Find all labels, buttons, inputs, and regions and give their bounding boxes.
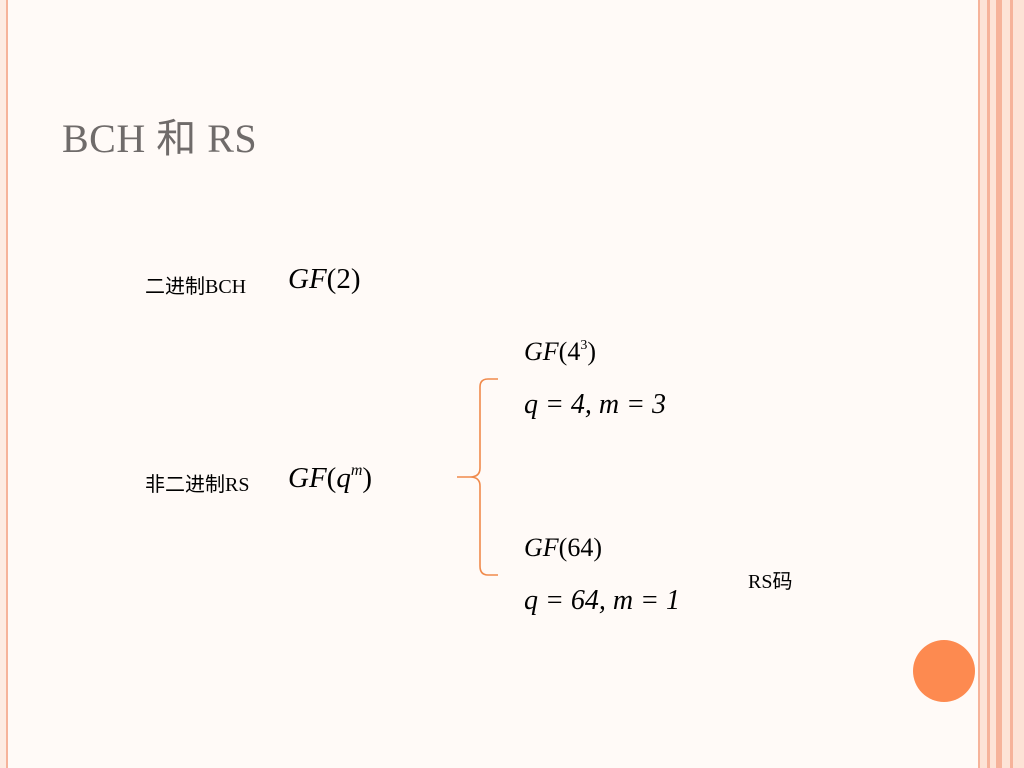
brace-icon [457, 378, 498, 576]
case2-params: q = 64, m = 1 [524, 585, 681, 616]
case2-field-formula: GF(64) [524, 533, 602, 563]
case1-params: q = 4, m = 3 [524, 389, 667, 420]
field-function: GF [524, 337, 559, 366]
binary-bch-label: 二进制BCH [145, 276, 247, 298]
field-exponent: 3 [580, 338, 588, 353]
field-argument: (2) [326, 263, 361, 295]
slide-title: BCH 和 RS [62, 116, 258, 161]
field-open: (4 [558, 337, 581, 366]
decorative-circle [913, 640, 975, 702]
field-function: GF [524, 533, 559, 562]
nonbinary-field-formula: GF(qm) [288, 462, 372, 495]
left-border-decoration [0, 0, 8, 768]
field-exponent: m [350, 462, 363, 479]
case1-field-formula: GF(43) [524, 337, 596, 367]
field-function: GF [288, 263, 327, 295]
field-close: ) [587, 337, 597, 366]
binary-field-formula: GF(2) [288, 263, 361, 296]
rs-code-note: RS码 [748, 571, 793, 593]
field-close-paren: ) [362, 462, 373, 494]
field-open-paren: ( [326, 462, 337, 494]
field-base: q [336, 462, 351, 494]
field-argument: (64) [558, 533, 602, 562]
nonbinary-rs-label: 非二进制RS [145, 474, 250, 496]
field-function: GF [288, 462, 327, 494]
